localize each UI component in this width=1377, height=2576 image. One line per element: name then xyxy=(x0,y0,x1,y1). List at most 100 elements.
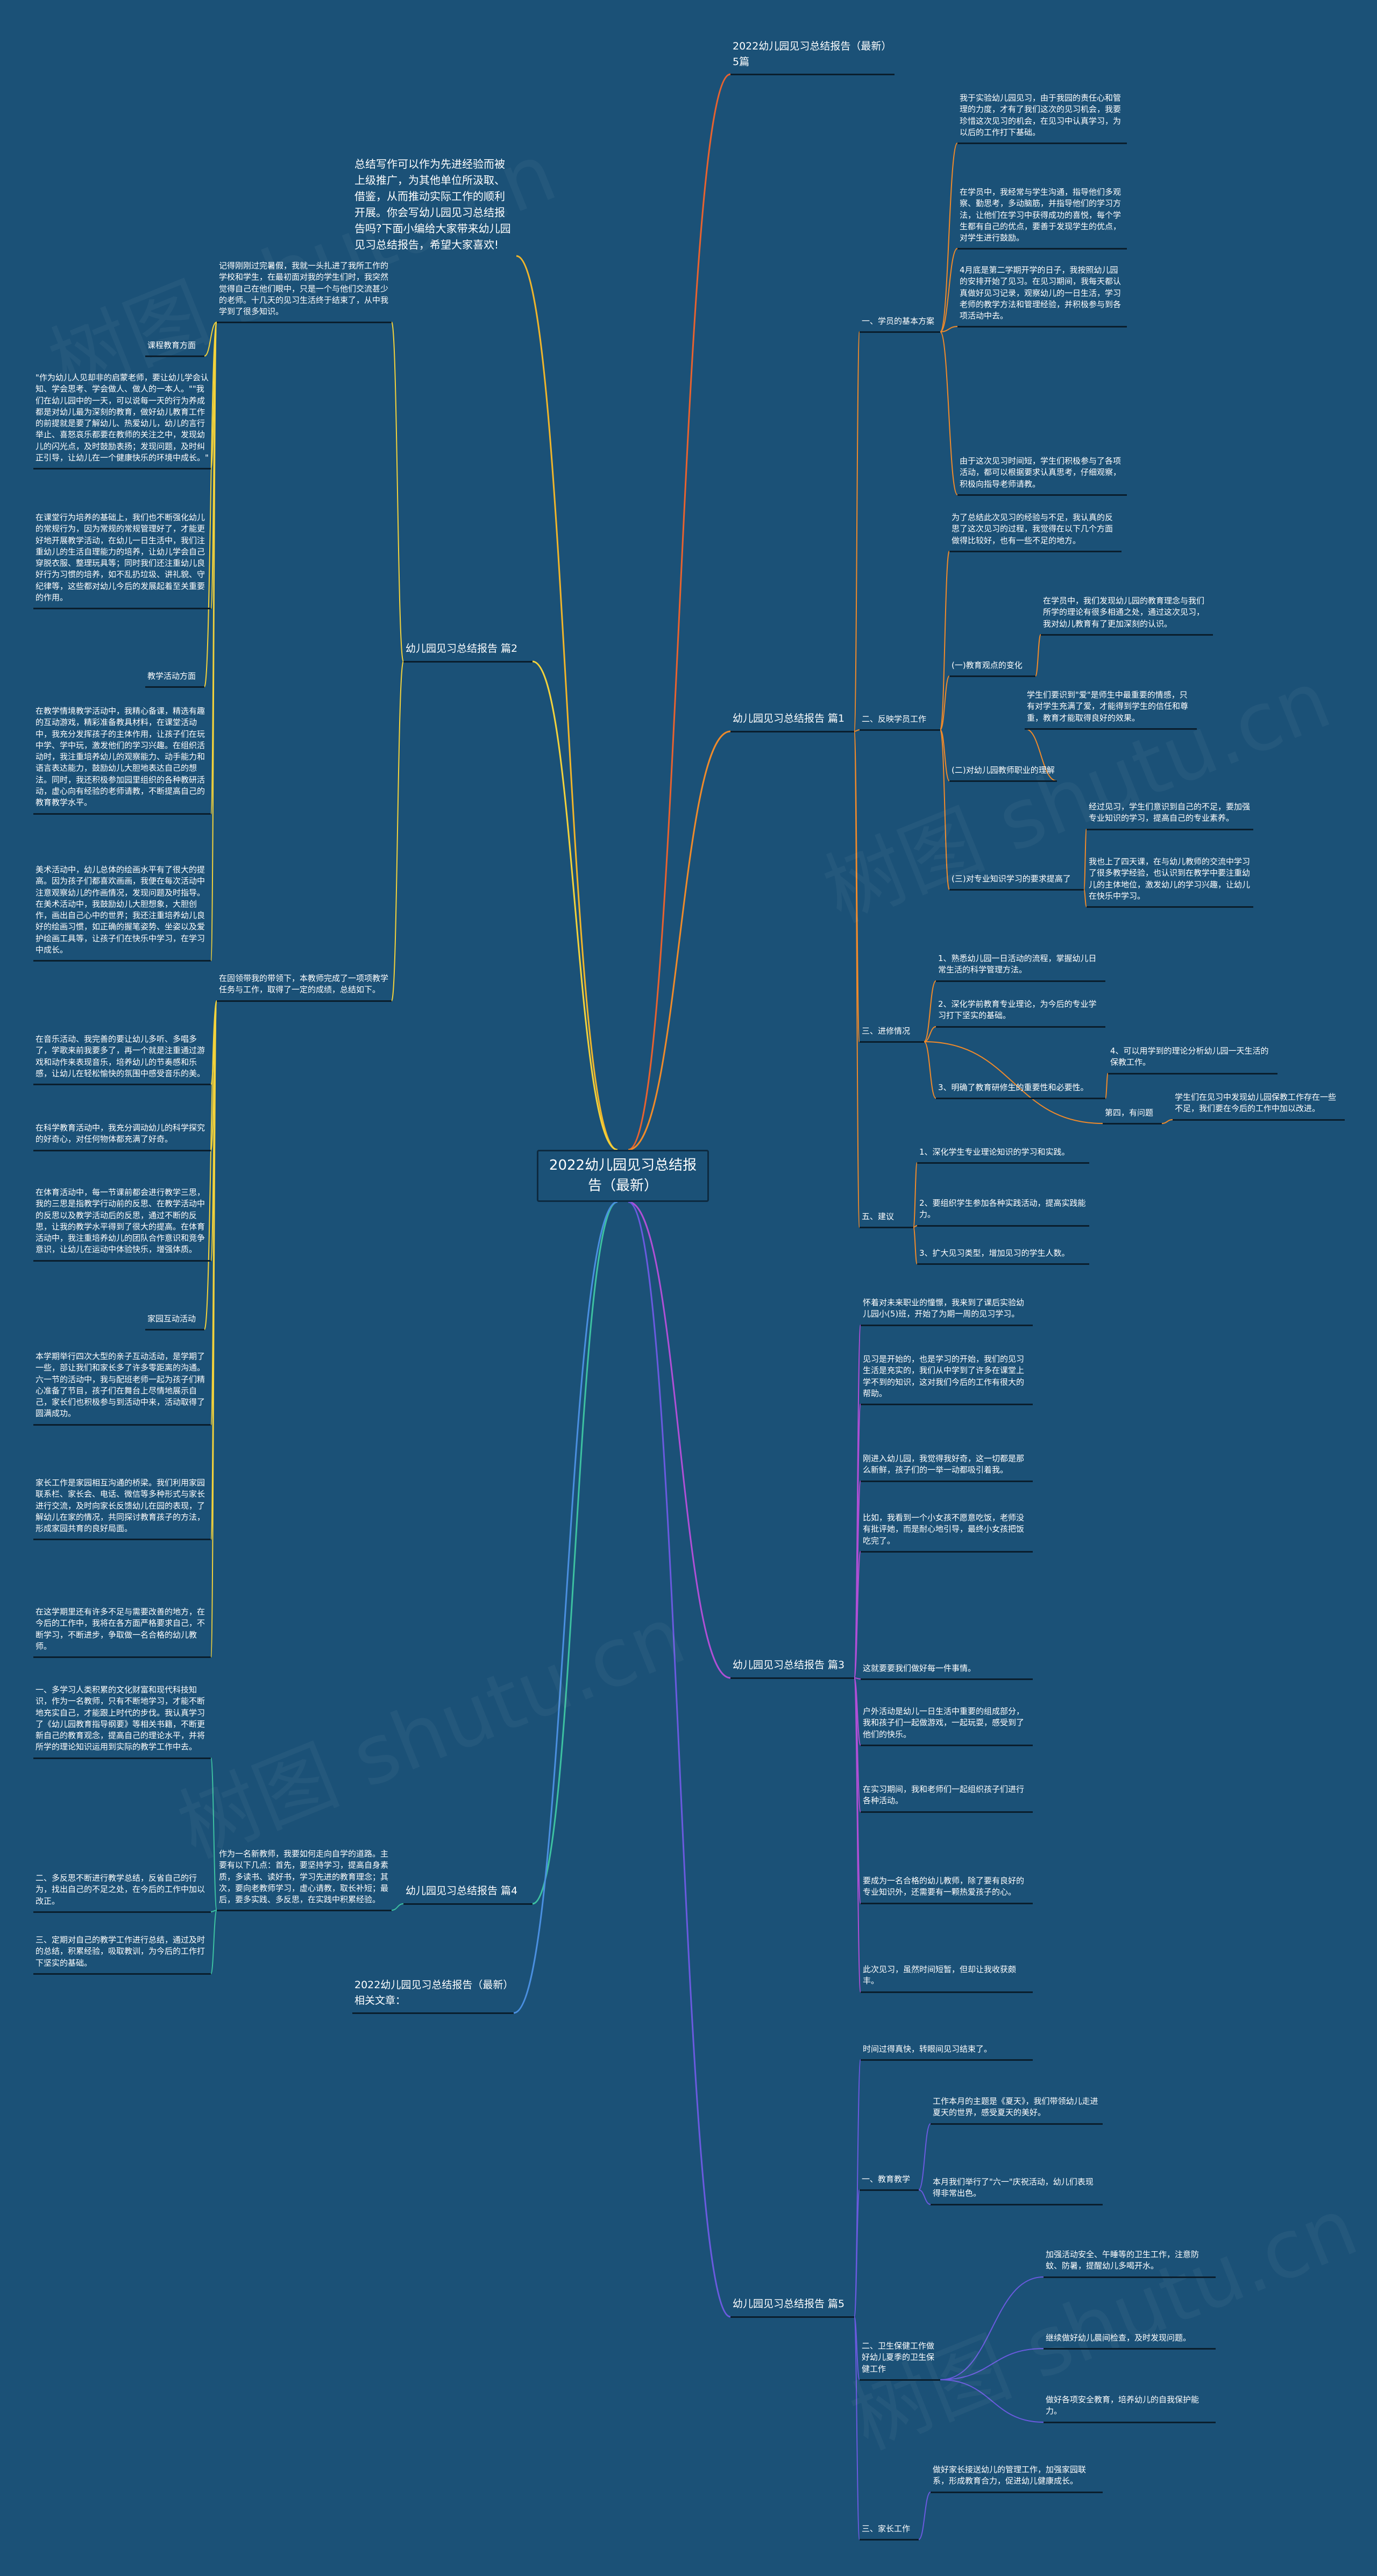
p1-s2-a[interactable]: (一)教育观点的变化 xyxy=(949,659,1035,678)
p5-s2-label[interactable]: 二、卫生保健工作做好幼儿夏季的卫生保健工作 xyxy=(860,2339,940,2381)
connector-branch-p3-title xyxy=(628,1201,731,1679)
p1-s2-b-text: 学生们要识到"爱"是师生中最重要的情感，只有对学生充满了爱，才能得到学生的信任和… xyxy=(1025,688,1197,730)
p1-s2-b[interactable]: (二)对幼儿园教师职业的理解 xyxy=(949,764,1057,782)
p1-s3-problem[interactable]: 第四，有问题 xyxy=(1103,1106,1162,1125)
branch-p2-title[interactable]: 幼儿园见习总结报告 篇2 xyxy=(403,640,533,663)
p1-s4-text-2: 2、要组织学生参加各种实践活动，提高实践能力。 xyxy=(917,1197,1089,1227)
p2-text-4: 美术活动中，幼儿总体的绘画水平有了很大的提高。因为孩子们都喜欢画画，我便在每次活… xyxy=(33,863,211,962)
connector-p4-text-3 xyxy=(210,1910,217,1974)
p3-text-6: 户外活动是幼儿一日生活中重要的组成部分，我和孩子们一起做游戏，一起玩耍，感受到了… xyxy=(861,1705,1033,1746)
p1-s3-problem-text: 学生们在见习中发现幼儿园保教工作存在一些不足，我们要在今后的工作中加以改进。 xyxy=(1173,1091,1345,1121)
connector-p1-s1-text-3 xyxy=(940,326,958,332)
p3-text-8: 要成为一名合格的幼儿教师，除了要有良好的专业知识外，还需要有一颗热爱孩子的心。 xyxy=(861,1874,1033,1904)
connector-p3-text-6 xyxy=(854,1677,861,1746)
connector-p3-text-9 xyxy=(854,1677,861,1993)
connector-p1-s2-label xyxy=(854,729,860,732)
p4-text-3: 三、定期对自己的教学工作进行总结，通过及时的总结，积累经验，吸取教训，为今后的工… xyxy=(33,1933,211,1975)
connector-p2-lead2 xyxy=(391,661,404,1001)
connector-p5-s2-text-2 xyxy=(940,2348,1044,2380)
watermark: 树图 shutu.cn xyxy=(159,1571,699,1880)
p5-lead: 时间过得真快，转眼间见习结束了。 xyxy=(861,2043,1033,2061)
p1-s4-label[interactable]: 五、建议 xyxy=(860,1210,913,1229)
watermark: 树图 shutu.cn xyxy=(832,2163,1372,2472)
p1-s2-c[interactable]: (三)对专业知识学习的要求提高了 xyxy=(949,872,1084,891)
connector-p5-s1-text-2 xyxy=(918,2189,931,2205)
root-topic[interactable]: 2022幼儿园见习总结报告（最新） xyxy=(537,1150,709,1202)
watermark: 树图 shutu.cn xyxy=(805,636,1345,944)
connector-p1-s2-b xyxy=(940,729,950,781)
connector-p1-s3-text-4 xyxy=(1105,1073,1109,1099)
p1-s3-text-1: 1、熟悉幼儿园一日活动的流程，掌握幼儿日常生活的科学管理方法。 xyxy=(936,952,1105,982)
connector-branch-p2-title xyxy=(532,660,618,1151)
connector-p2-text-7 xyxy=(210,1000,217,1261)
connector-p2-text-6 xyxy=(210,1000,217,1151)
p5-s1-label[interactable]: 一、教育教学 xyxy=(860,2173,919,2191)
p1-s1-label[interactable]: 一、学员的基本方案 xyxy=(860,315,940,333)
connector-p2-text-1 xyxy=(210,322,217,469)
p2-text-2: 在课堂行为培养的基础上，我们也不断强化幼儿的常规行为，因为常规的常规管理好了，才… xyxy=(33,511,211,610)
connector-branch-p4-title xyxy=(532,1201,618,1905)
p2-text-3: 在教学情境教学活动中，我精心备课，精选有趣的互动游戏，精彩准备教具材料，在课堂活… xyxy=(33,705,211,815)
p1-s3-label[interactable]: 三、进修情况 xyxy=(860,1024,924,1043)
connector-p2-text-9 xyxy=(210,1000,217,1540)
branch-p1-title[interactable]: 幼儿园见习总结报告 篇1 xyxy=(730,710,854,732)
p4-text-2: 二、多反思不断进行教学总结，反省自己的行为，找出自己的不足之处，在今后的工作中加… xyxy=(33,1871,211,1913)
branch-p3-title[interactable]: 幼儿园见习总结报告 篇3 xyxy=(730,1656,854,1679)
connector-p5-s1-text-1 xyxy=(918,2123,931,2190)
p2-text-6: 在科学教育活动中，我充分调动幼儿的科学探究的好奇心，对任何物体都充满了好奇。 xyxy=(33,1121,211,1151)
p3-text-7: 在实习期间，我和老师们一起组织孩子们进行各种活动。 xyxy=(861,1783,1033,1813)
connector-p1-s1-text-4 xyxy=(940,331,958,495)
branch-related-title[interactable]: 2022幼儿园见习总结报告（最新）相关文章： xyxy=(352,1976,514,2014)
connector-p1-s1-text-2 xyxy=(940,248,958,332)
connector-p3-text-7 xyxy=(854,1677,861,1812)
connector-branch-p1-title xyxy=(628,730,731,1151)
connector-p1-s3-problem-text xyxy=(1161,1119,1173,1124)
connector-p1-s2-a xyxy=(940,675,950,730)
p4-text-1: 一、多学习人类积累的文化财富和现代科技知识，作为一名教师，只有不断地学习，才能不… xyxy=(33,1683,211,1759)
connector-p1-s1-label xyxy=(854,331,860,732)
p4-lead: 作为一名新教师，我要如何走向自学的道路。主要有以下几点：首先，要坚持学习，提高自… xyxy=(217,1847,392,1912)
p5-s3-label[interactable]: 三、家长工作 xyxy=(860,2522,919,2541)
connector-p3-text-4 xyxy=(854,1551,861,1678)
connector-branch-top-title xyxy=(628,73,731,1151)
connector-p1-s3-text-1 xyxy=(924,980,936,1042)
connector-p5-s2-label xyxy=(854,2316,860,2380)
connector-p1-s2-c xyxy=(940,729,950,890)
connector-p3-text-2 xyxy=(854,1404,861,1678)
p2-text-1: "作为幼儿人见却非的启蒙老师，要让幼儿学会认知、学会思考、学会做人、做人的一本人… xyxy=(33,371,211,470)
p2-text-7: 在体育活动中，每一节课前都会进行教学三思，我的三思是指教学行动前的反思、在教学活… xyxy=(33,1186,211,1262)
connector-p4-text-1 xyxy=(210,1757,217,1911)
connector-p2-text-10 xyxy=(210,1000,217,1657)
connector-p1-s3-text-2 xyxy=(924,1026,936,1042)
connector-p1-s3-label xyxy=(854,731,860,1042)
p2-text-5: 在音乐活动、我完善的要让幼儿多听、多唱多了，学歌来前我要多了，再一个就是注重通过… xyxy=(33,1033,211,1086)
connector-p5-s3-text-1 xyxy=(918,2492,931,2540)
p1-s4-text-3: 3、扩大见习类型，增加见习的学生人数。 xyxy=(917,1247,1089,1265)
p3-text-1: 怀着对未来职业的憧憬，我来到了课后实验幼儿园小(5)班，开始了为期一周的见习学习… xyxy=(861,1296,1033,1326)
branch-top-title[interactable]: 2022幼儿园见习总结报告（最新）5篇 xyxy=(730,38,895,75)
p3-text-5: 这就要要我们做好每一件事情。 xyxy=(861,1662,1033,1681)
connector-p5-s3-label xyxy=(854,2316,860,2540)
p2-text-9: 家长工作是家园相互沟通的桥梁。我们利用家园联系栏、家长会、电话、微信等多种形式与… xyxy=(33,1476,211,1541)
p2-heading-family: 家园互动活动 xyxy=(145,1312,204,1331)
connector-p2-text-3 xyxy=(210,322,217,814)
p5-s2-text-1: 加强活动安全、午睡等的卫生工作，注意防蚊、防暑，提醒幼儿多喝开水。 xyxy=(1044,2248,1216,2278)
p5-s1-text-2: 本月我们举行了"六一"庆祝活动，幼儿们表现得非常出色。 xyxy=(931,2175,1103,2205)
connector-p1-s4-text-2 xyxy=(913,1225,918,1228)
connector-p2-text-8 xyxy=(210,1000,217,1425)
p1-s1-text-3: 4月底是第二学期开学的日子，我按照幼儿园的安排开始了见习。在见习期间，我每天都认… xyxy=(957,264,1127,328)
p5-s2-text-3: 做好各项安全教育，培养幼儿的自我保护能力。 xyxy=(1044,2393,1216,2423)
p2-lead2: 在固领带我的带领下，本教师完成了一项项教学任务与工作，取得了一定的成绩，总结如下… xyxy=(217,972,392,1002)
p2-heading-teaching: 教学活动方面 xyxy=(145,670,204,688)
intro-text: 总结写作可以作为先进经验而被上级推广，为其他单位所汲取、借鉴，从而推动实际工作的… xyxy=(354,158,511,251)
p2-heading-course: 课程教育方面 xyxy=(145,339,204,358)
connector-p2-text-2 xyxy=(210,322,217,609)
branch-p4-title[interactable]: 幼儿园见习总结报告 篇4 xyxy=(403,1882,533,1905)
branch-p5-title[interactable]: 幼儿园见习总结报告 篇5 xyxy=(730,2295,854,2318)
connector-p1-s2-intro xyxy=(940,551,950,730)
p1-s2-label[interactable]: 二、反映学员工作 xyxy=(860,713,940,731)
p1-s2-intro: 为了总结此次见习的经验与不足，我认真的反思了这次见习的过程，我觉得在以下几个方面… xyxy=(949,511,1122,552)
connector-p3-text-5 xyxy=(854,1677,861,1680)
connector-p5-s2-text-1 xyxy=(940,2276,1044,2380)
